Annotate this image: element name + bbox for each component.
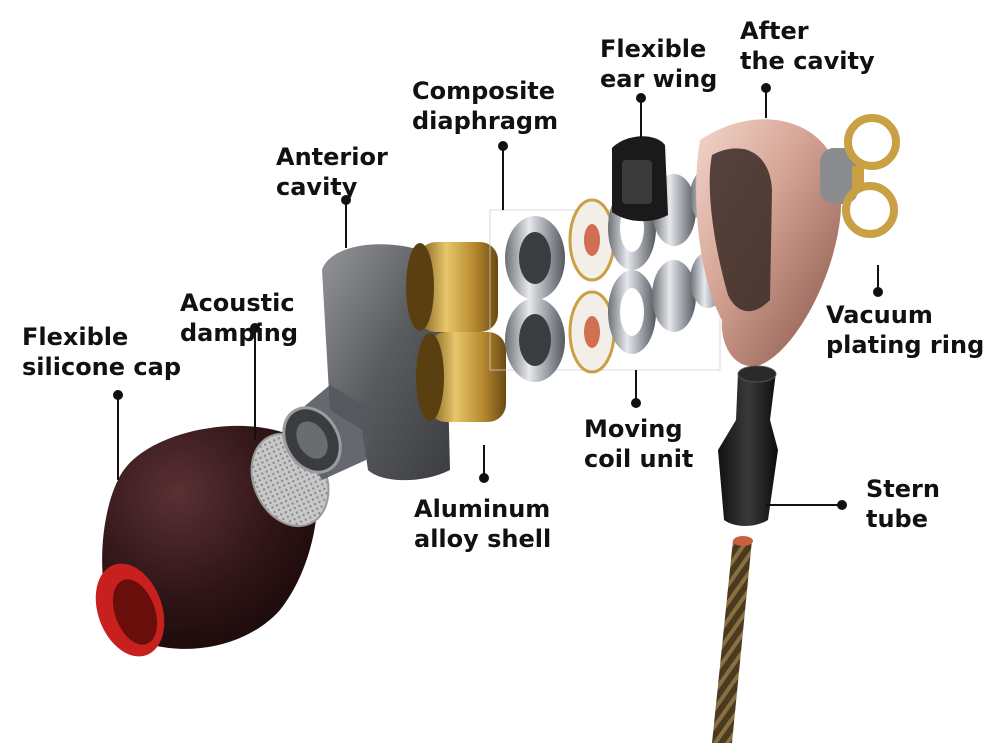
label-composite-diaphragm: Composite diaphragm: [412, 77, 559, 135]
label-anterior-cavity: Anterior cavity: [276, 143, 388, 201]
label-acoustic-damping: Acoustic damping: [180, 289, 299, 347]
rear-cavity-shell: [696, 119, 858, 367]
aluminum-alloy-shell: [406, 242, 506, 422]
flexible-ear-wing: [612, 136, 668, 222]
vacuum-plating-rings: [842, 114, 900, 238]
label-stern-tube: Stern tube: [866, 475, 940, 533]
label-vacuum-plating-ring: Vacuum plating ring: [826, 301, 985, 359]
label-moving-coil-unit: Moving coil unit: [584, 415, 694, 473]
leader-lines: [113, 83, 883, 510]
driver-stack: [489, 168, 726, 382]
label-flexible-silicone-cap: Flexible silicone cap: [22, 323, 181, 381]
cable: [712, 536, 753, 743]
label-aluminum-alloy-shell: Aluminum alloy shell: [414, 495, 552, 553]
label-after-the-cavity: After the cavity: [740, 17, 875, 75]
stern-tube: [718, 365, 778, 526]
label-flexible-ear-wing: Flexible ear wing: [600, 35, 718, 93]
